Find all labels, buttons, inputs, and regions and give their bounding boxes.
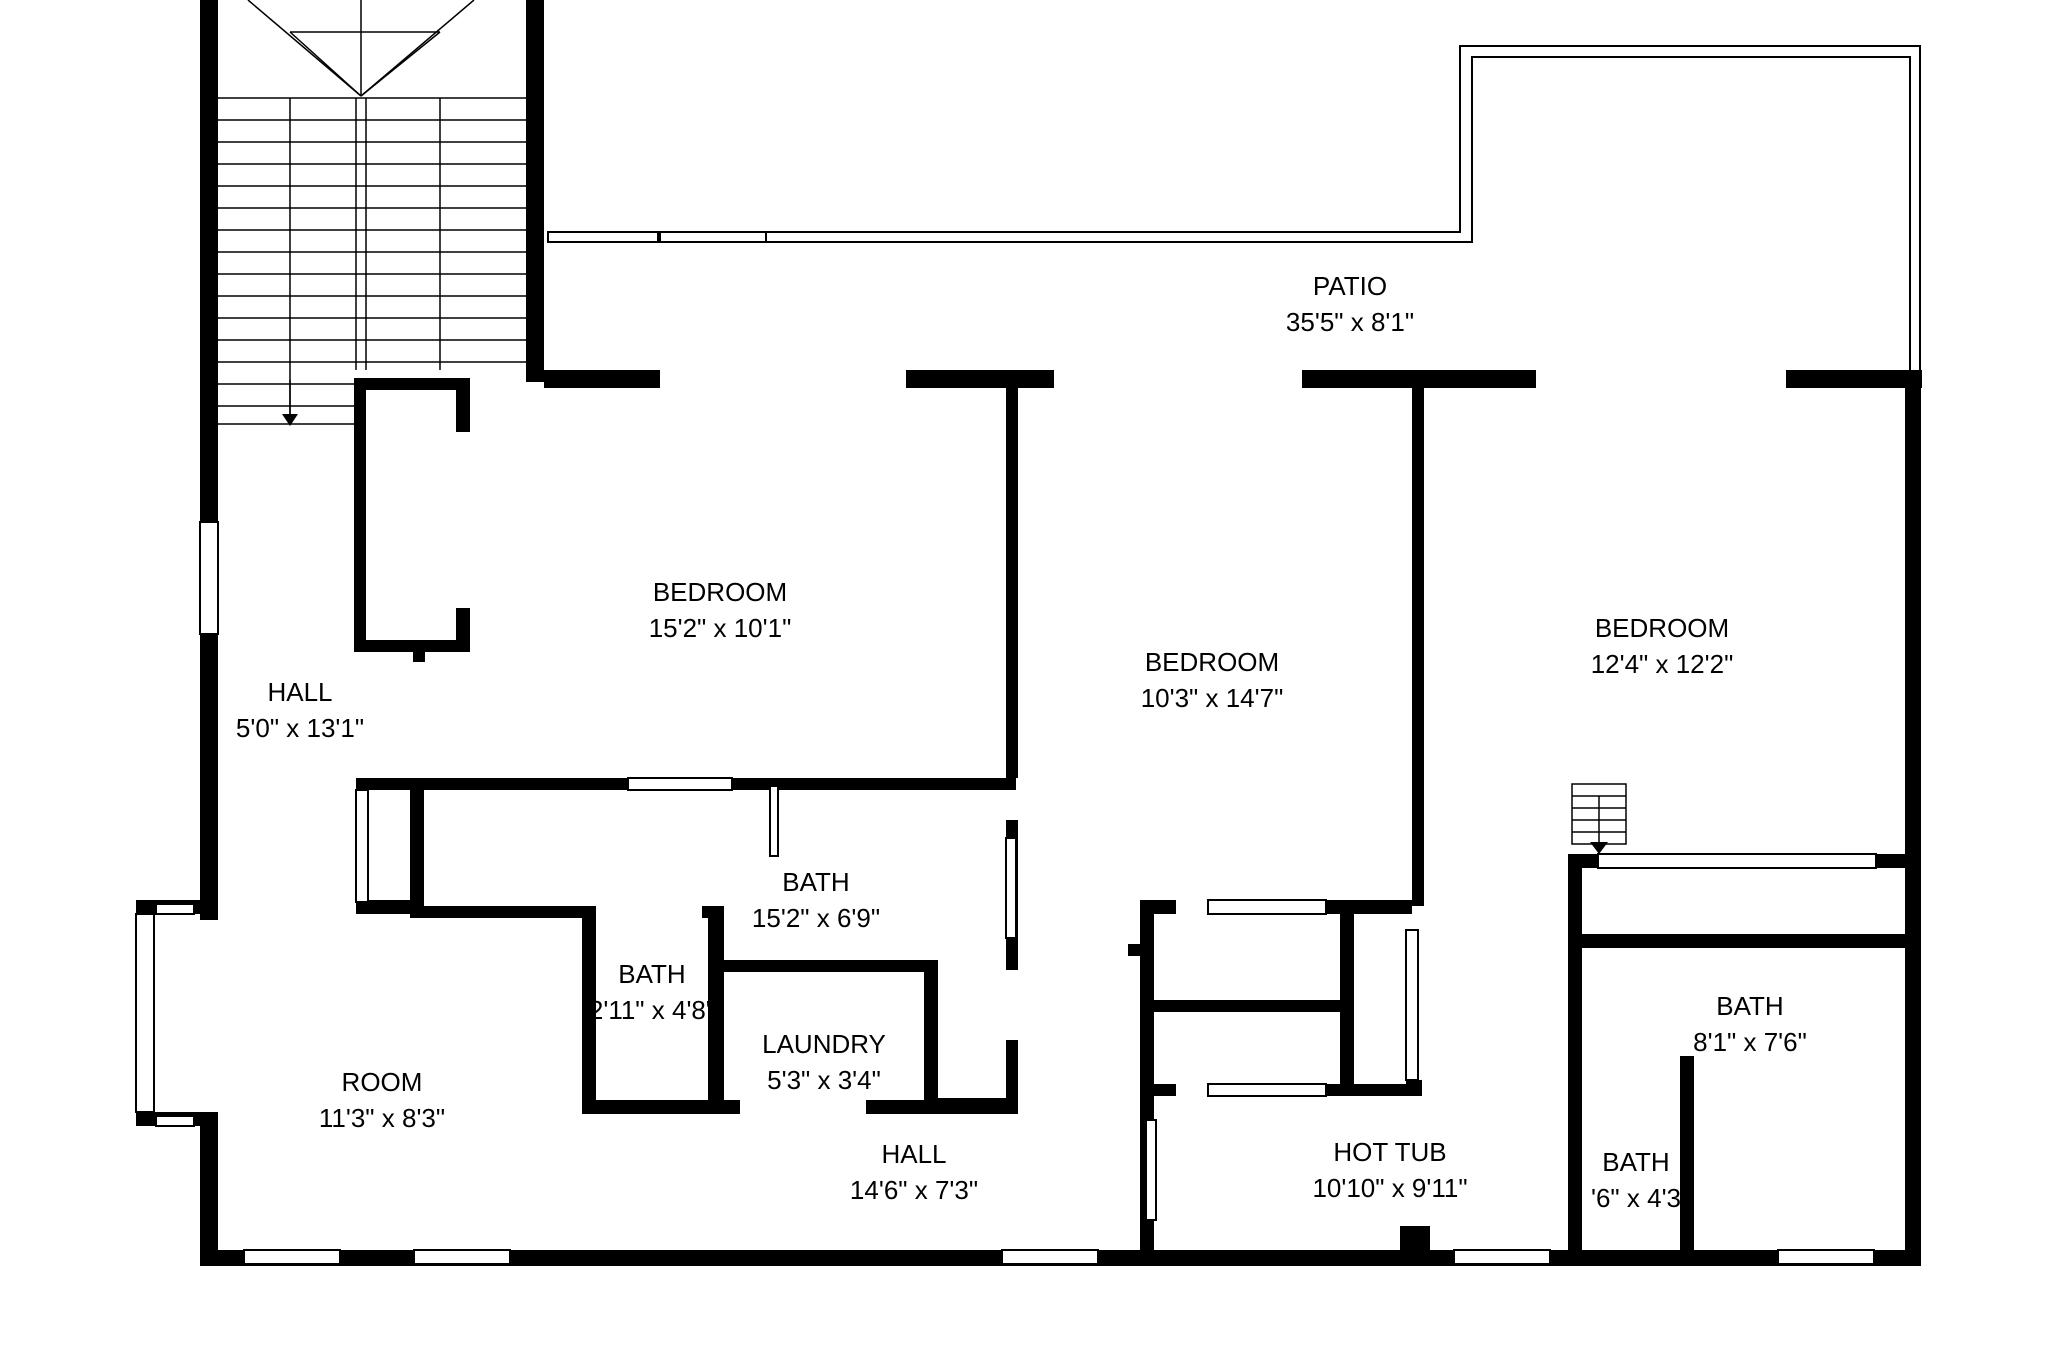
closet-arrow-icon [1590,842,1608,854]
room-label-hall-1: HALL 5'0" x 13'1" [236,674,364,746]
bath-door [769,785,779,857]
room-dimensions: 8'1" x 7'6" [1693,1027,1807,1057]
staircase [218,0,528,425]
room-dimensions: 15'2" x 6'9" [751,903,881,933]
room-label-laundry: LAUNDRY 5'3" x 3'4" [762,1026,886,1098]
stair-arrow-icon [282,414,298,426]
room-name: BEDROOM [1144,647,1280,677]
room-name: BATH [1602,1147,1670,1177]
closet-shelves [1571,783,1627,845]
room-name: BATH [618,959,686,989]
room-name: ROOM [341,1067,423,1097]
room-label-bedroom-3: BEDROOM 12'4" x 12'2" [1591,610,1734,682]
room-label-hall-2: HALL 14'6" x 7'3" [850,1136,978,1208]
room-label-bedroom-2: BEDROOM 10'3" x 14'7" [1141,644,1284,716]
room-label-bath-3: BATH 8'1" x 7'6" [1693,988,1807,1060]
room-label-bath-4: BATH '6" x 4'3 [1591,1144,1681,1216]
room-name: HALL [881,1139,947,1169]
room-label-patio: PATIO 35'5" x 8'1" [1286,268,1414,340]
room-name: BEDROOM [1594,613,1730,643]
room-dimensions: 15'2" x 10'1" [648,613,792,643]
room-dimensions: 35'5" x 8'1" [1285,307,1415,337]
room-name: HALL [267,677,333,707]
room-dimensions: 5'3" x 3'4" [767,1065,881,1095]
patio-outline [547,45,1921,370]
room-label-hot-tub: HOT TUB 10'10" x 9'11" [1312,1134,1467,1206]
room-name: PATIO [1312,271,1388,301]
room-name: HOT TUB [1333,1137,1447,1167]
room-dimensions: 12'4" x 12'2" [1590,649,1734,679]
room-dimensions: 14'6" x 7'3" [849,1175,979,1205]
room-name: BATH [782,867,850,897]
room-name: BEDROOM [652,577,788,607]
room-label-bath-1: BATH 15'2" x 6'9" [752,864,880,936]
room-label-room: ROOM 11'3" x 8'3" [319,1064,445,1136]
room-label-bedroom-1: BEDROOM 15'2" x 10'1" [649,574,792,646]
room-dimensions: 10'10" x 9'11" [1312,1173,1468,1203]
room-dimensions: 10'3" x 14'7" [1140,683,1284,713]
windows [135,521,1877,1265]
room-dimensions: 11'3" x 8'3" [318,1103,446,1133]
room-dimensions: 2'11" x 4'8" [588,995,716,1025]
room-name: LAUNDRY [762,1029,886,1059]
room-dimensions: '6" x 4'3 [1591,1183,1681,1213]
room-name: BATH [1716,991,1784,1021]
room-dimensions: 5'0" x 13'1" [235,713,365,743]
room-label-bath-2: BATH 2'11" x 4'8" [589,956,715,1028]
